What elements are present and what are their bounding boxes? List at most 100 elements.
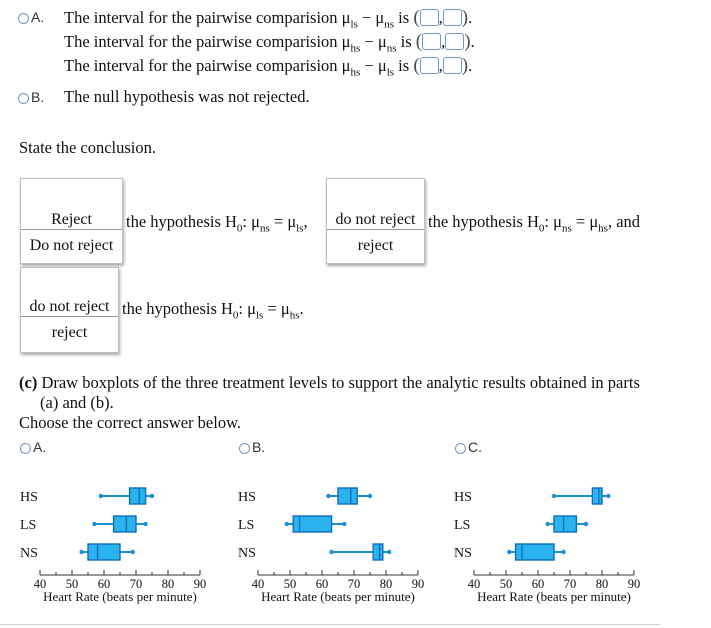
category-label-hs: HS [238,490,256,505]
conclusion-dropdown-3[interactable]: do not reject reject [20,267,119,353]
interval-line-1: The interval for the pairwise comparisio… [64,7,473,31]
bottom-divider [0,624,660,625]
x-tick-label: 60 [98,577,111,591]
x-tick-label: 70 [130,577,143,591]
box-hs-max-point [149,493,155,499]
box-ns-min-point [79,549,84,555]
box-ls-iqr [553,515,578,533]
hypothesis-text-3: the hypothesis H0: μls = μhs. [122,299,304,322]
hypothesis-text-1: the hypothesis H0: μns = μls, [126,212,308,235]
dropdown-1-option-reject[interactable]: Reject [21,211,122,230]
box-ns-iqr [514,543,555,561]
part-c-instruction: Choose the correct answer below. [19,413,242,432]
radio-option-c-a[interactable] [20,443,31,454]
interval-lower-input-2[interactable] [422,33,442,50]
box-ls-min-point [92,521,97,527]
x-tick-label: 80 [162,577,175,591]
category-label-ls: LS [238,518,254,533]
box-ns-max-point [387,549,392,555]
x-tick-label: 80 [596,577,609,591]
radio-option-b-not-rejected[interactable] [18,93,29,104]
box-hs-min-point [98,493,104,499]
box-ls-iqr [292,515,333,533]
dropdown-2-option-do-not-reject[interactable]: do not reject [327,211,424,230]
x-tick-label: 90 [194,577,207,591]
option-letter-a: A. [31,9,45,25]
interval-lower-input-3[interactable] [419,57,439,74]
x-tick-label: 60 [532,577,545,591]
dropdown-3-option-do-not-reject[interactable]: do not reject [21,298,118,317]
radio-option-c-b[interactable] [239,443,250,454]
dropdown-3-option-reject[interactable]: reject [51,324,88,341]
category-label-ns: NS [20,546,38,561]
interval-input-group-1: (,). [413,7,473,28]
category-label-hs: HS [454,490,472,505]
option-b-text: The null hypothesis was not rejected. [64,87,310,106]
part-c-question-line-2: (a) and (b). [40,393,114,412]
radio-option-a-intervals[interactable] [18,13,29,24]
interval-input-group-3: (,). [413,55,473,76]
conclusion-dropdown-2[interactable]: do not reject reject [326,178,425,264]
box-hs-iqr [128,487,147,505]
box-ls-min-point [545,521,550,527]
option-c-letter-c: C. [468,439,482,455]
x-tick-label: 90 [628,577,641,591]
box-ns-max-point [561,549,566,555]
option-c-letter-a: A. [33,439,47,455]
interval-lower-input-1[interactable] [419,9,439,26]
interval-upper-input-3[interactable] [442,57,462,74]
x-tick-label: 70 [348,577,361,591]
interval-input-group-2: (,). [415,31,475,52]
hypothesis-text-2: the hypothesis H0: μns = μhs, and [428,212,641,235]
category-label-ns: NS [238,546,256,561]
box-hs-iqr [591,487,603,505]
x-axis-title: Heart Rate (beats per minute) [261,589,415,604]
box-ls-max-point [583,521,589,527]
dropdown-2-option-reject[interactable]: reject [357,237,394,254]
x-tick-label: 50 [500,577,513,591]
x-tick-label: 40 [468,577,481,591]
x-tick-label: 90 [412,577,425,591]
x-tick-label: 80 [380,577,393,591]
box-hs-min-point [551,493,557,499]
x-tick-label: 40 [34,577,47,591]
box-ns-min-point [507,549,512,555]
x-tick-label: 40 [252,577,265,591]
x-tick-label: 50 [284,577,297,591]
box-ls-min-point [284,521,289,527]
box-ls-iqr [112,515,137,533]
radio-option-c-c[interactable] [455,443,466,454]
box-ns-max-point [130,549,135,555]
interval-line-2: The interval for the pairwise comparisio… [64,31,475,55]
option-letter-b: B. [31,89,45,105]
interval-upper-input-2[interactable] [445,33,465,50]
box-hs-max-point [606,493,611,499]
x-tick-label: 70 [564,577,577,591]
x-tick-label: 60 [316,577,329,591]
option-c-letter-b: B. [252,439,266,455]
category-label-ls: LS [454,518,470,533]
category-label-ns: NS [454,546,472,561]
x-tick-label: 50 [66,577,79,591]
box-hs-max-point [367,493,373,499]
part-c-question-line-1: (c) Draw boxplots of the three treatment… [19,373,640,392]
conclusion-prompt: State the conclusion. [19,138,157,157]
category-label-ls: LS [20,518,36,533]
box-ls-max-point [342,521,347,527]
box-ns-min-point [329,549,334,555]
x-axis-title: Heart Rate (beats per minute) [477,589,631,604]
interval-line-3: The interval for the pairwise comparisio… [64,55,473,79]
x-axis-title: Heart Rate (beats per minute) [43,589,197,604]
dropdown-1-option-do-not-reject[interactable]: Do not reject [29,237,114,254]
category-label-hs: HS [20,490,38,505]
box-hs-min-point [326,493,331,499]
conclusion-dropdown-1[interactable]: Reject Do not reject [20,178,123,264]
box-ns-iqr [87,543,121,561]
interval-upper-input-1[interactable] [442,9,462,26]
box-ns-iqr [372,543,384,561]
box-ls-max-point [143,521,148,527]
box-hs-iqr [337,487,358,505]
